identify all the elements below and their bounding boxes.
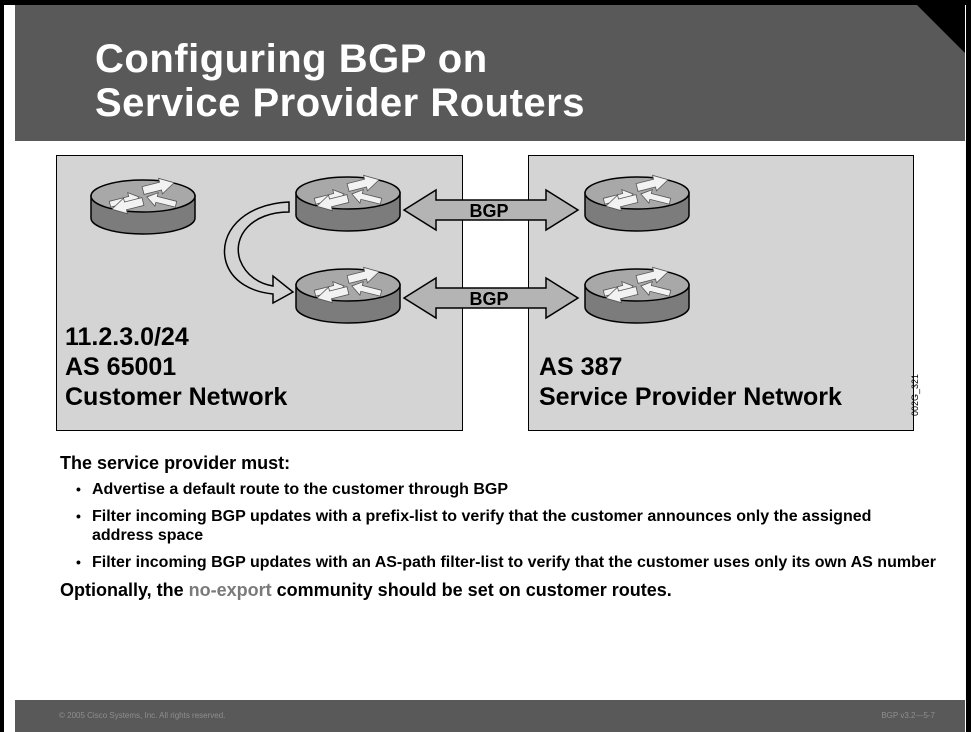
slide-body: The service provider must: • Advertise a … [60, 453, 940, 601]
bullet-list: • Advertise a default route to the custom… [60, 480, 940, 572]
customer-prefix: 11.2.3.0/24 [65, 323, 189, 351]
slide-footer: © 2005 Cisco Systems, Inc. All rights re… [15, 700, 965, 732]
slide-title-line-2: Service Provider Routers [95, 81, 585, 125]
course-code: BGP v3.2—5-7 [881, 711, 935, 720]
slide-frame-top [0, 0, 971, 5]
no-export-keyword: no-export [188, 580, 272, 600]
closing-note: Optionally, the no-export community shou… [60, 580, 940, 601]
bgp-link-label: BGP [469, 201, 508, 221]
bgp-session-arrow-icon [402, 188, 580, 232]
bgp-session-arrow-icon [402, 276, 580, 320]
closing-text-before: Optionally, the [60, 580, 189, 600]
bullet-text: Advertise a default route to the custome… [92, 481, 509, 498]
bullet-icon: • [76, 554, 81, 570]
router-icon [295, 263, 401, 324]
title-corner-fold [917, 5, 965, 53]
customer-as-number: AS 65001 [65, 353, 177, 381]
figure-code-text: 002G_321 [910, 373, 921, 417]
title-bar: Configuring BGP on Service Provider Rout… [15, 5, 965, 141]
slide-title: Configuring BGP on Service Provider Rout… [95, 37, 585, 125]
figure-code: 002G_321 [910, 362, 938, 432]
internal-route-arrow-icon [223, 201, 295, 305]
list-item: • Advertise a default route to the custom… [76, 480, 940, 499]
router-icon [90, 174, 196, 235]
closing-text-after: community should be set on customer rout… [271, 580, 672, 600]
router-icon [584, 171, 690, 232]
provider-network-label: Service Provider Network [539, 383, 842, 411]
customer-network-label: Customer Network [65, 383, 288, 411]
provider-as-number: AS 387 [539, 353, 623, 381]
bullet-text: Filter incoming BGP updates with a prefi… [92, 508, 872, 544]
slide-frame-right [966, 0, 971, 732]
router-icon [584, 263, 690, 324]
copyright-notice: © 2005 Cisco Systems, Inc. All rights re… [59, 711, 226, 720]
bullet-text: Filter incoming BGP updates with an AS-p… [92, 554, 936, 571]
body-lead: The service provider must: [60, 453, 291, 473]
bullet-icon: • [76, 508, 81, 524]
list-item: • Filter incoming BGP updates with an AS-… [76, 553, 952, 572]
slide-title-line-1: Configuring BGP on [95, 37, 488, 81]
bgp-link-label: BGP [469, 289, 508, 309]
slide-frame-left [0, 0, 4, 732]
bullet-icon: • [76, 481, 81, 497]
router-icon [295, 171, 401, 232]
list-item: • Filter incoming BGP updates with a pref… [76, 507, 872, 545]
